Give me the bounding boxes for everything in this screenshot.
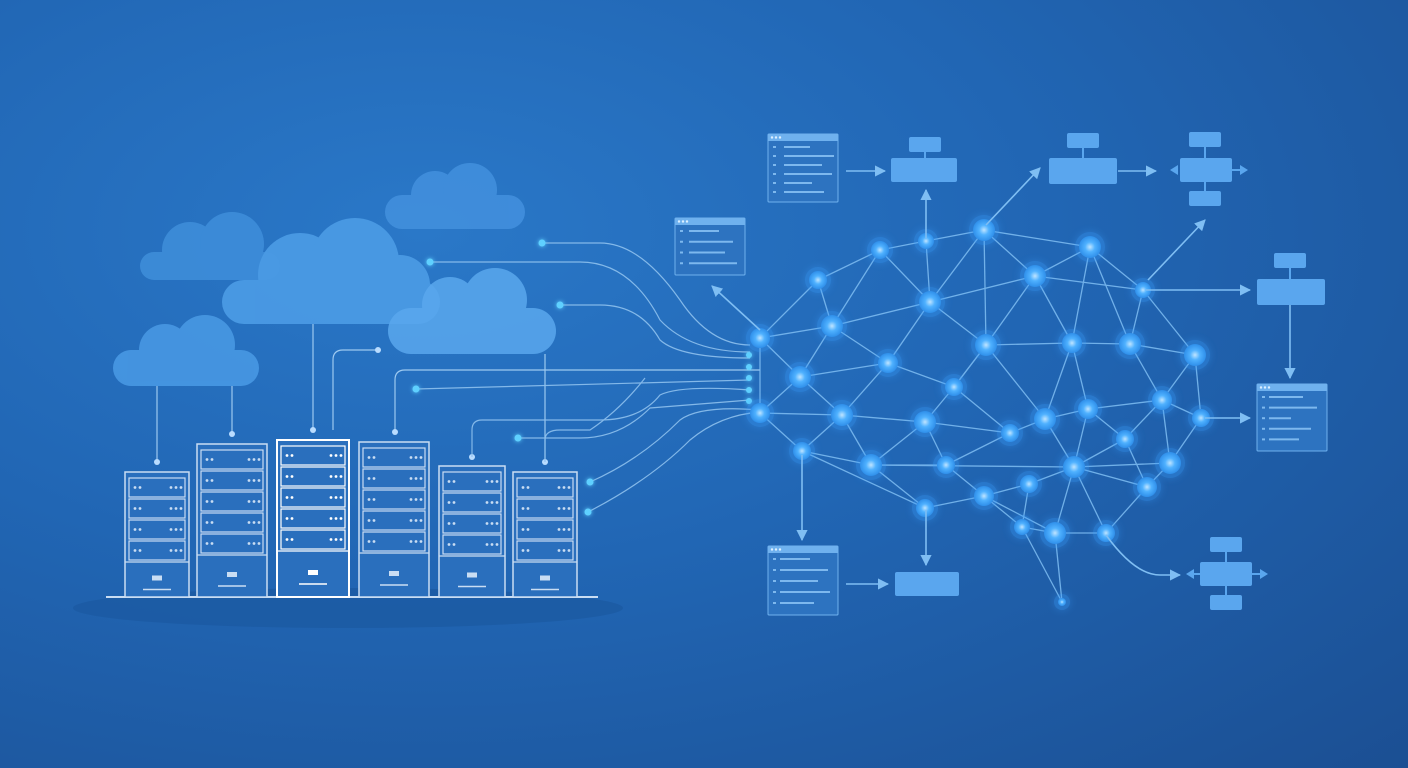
neural-network-brain-icon — [746, 215, 1214, 610]
code-window-icon — [1256, 383, 1328, 452]
network-node — [941, 374, 967, 400]
network-node — [1054, 594, 1070, 610]
flowchart-block-icon — [895, 572, 959, 596]
network-node — [915, 287, 945, 317]
wire-endpoints — [412, 239, 752, 516]
network-edge — [831, 301, 931, 327]
arrow-icon — [711, 285, 761, 331]
network-node — [785, 362, 815, 392]
network-node — [817, 311, 847, 341]
server-rack-icon — [512, 471, 578, 598]
network-node — [1074, 395, 1102, 423]
network-node — [1112, 426, 1138, 452]
network-node — [969, 215, 999, 245]
cloud-icon — [222, 218, 440, 324]
flowchart-block-icon — [1186, 537, 1268, 610]
cloud-icon — [388, 268, 556, 354]
flowchart-block-icon — [1170, 132, 1248, 206]
network-node — [1133, 473, 1161, 501]
network-edge — [801, 450, 926, 509]
network-node — [1020, 261, 1050, 291]
cloud-icon — [113, 315, 259, 386]
network-node — [1093, 520, 1119, 546]
network-node — [856, 450, 886, 480]
network-edge — [985, 344, 1046, 420]
network-node — [1131, 278, 1155, 302]
flowchart-block-icon — [1257, 253, 1325, 305]
cloud-icon — [140, 212, 280, 280]
network-node — [1188, 405, 1214, 431]
network-edge — [1021, 526, 1063, 603]
network-node — [933, 452, 959, 478]
network-node — [827, 400, 857, 430]
clouds-group — [113, 163, 556, 386]
network-node — [1016, 471, 1042, 497]
cloud-server-links — [156, 324, 760, 462]
network-node — [1075, 232, 1105, 262]
network-edge — [870, 464, 1075, 468]
network-node — [867, 237, 893, 263]
network-edge — [1089, 246, 1131, 345]
network-node — [1059, 452, 1089, 482]
network-edge — [1073, 462, 1171, 468]
network-node — [1040, 518, 1070, 548]
code-window-icon — [674, 217, 746, 276]
server-rack-icon — [276, 439, 350, 598]
network-node — [1115, 329, 1145, 359]
network-edge — [1071, 246, 1091, 344]
network-node — [746, 324, 774, 352]
network-node — [1030, 404, 1060, 434]
server-rack-icon — [196, 443, 268, 598]
network-node — [971, 330, 1001, 360]
server-rack-icon — [438, 465, 506, 598]
network-edge — [983, 229, 1091, 248]
arrow-icon — [985, 167, 1041, 226]
data-wires — [415, 242, 761, 513]
network-node — [1155, 448, 1185, 478]
arrow-icon — [1147, 219, 1206, 281]
network-node — [1010, 515, 1034, 539]
network-node — [805, 267, 831, 293]
code-panels-group — [674, 133, 1328, 616]
network-edge — [929, 275, 1036, 303]
network-edge — [1034, 275, 1144, 291]
network-edge — [983, 229, 987, 346]
network-node — [874, 349, 902, 377]
network-node — [970, 482, 998, 510]
server-rack-icon — [124, 471, 190, 598]
server-racks-group — [124, 439, 578, 598]
code-window-icon — [767, 545, 839, 616]
server-rack-icon — [358, 441, 430, 598]
flow-arrows — [711, 165, 1296, 590]
arrow-icon — [1105, 534, 1182, 581]
cloud-icon — [385, 163, 525, 229]
network-node — [1058, 329, 1086, 357]
network-node — [1148, 386, 1176, 414]
flowchart-block-icon — [891, 137, 957, 182]
network-node — [910, 407, 940, 437]
network-node — [997, 420, 1023, 446]
flowchart-block-icon — [1049, 133, 1117, 184]
network-node — [746, 399, 774, 427]
code-window-icon — [767, 133, 839, 203]
network-node — [912, 495, 938, 521]
network-node — [1180, 340, 1210, 370]
flow-blocks-group — [891, 132, 1325, 610]
network-node — [914, 229, 938, 253]
network-node — [789, 438, 815, 464]
